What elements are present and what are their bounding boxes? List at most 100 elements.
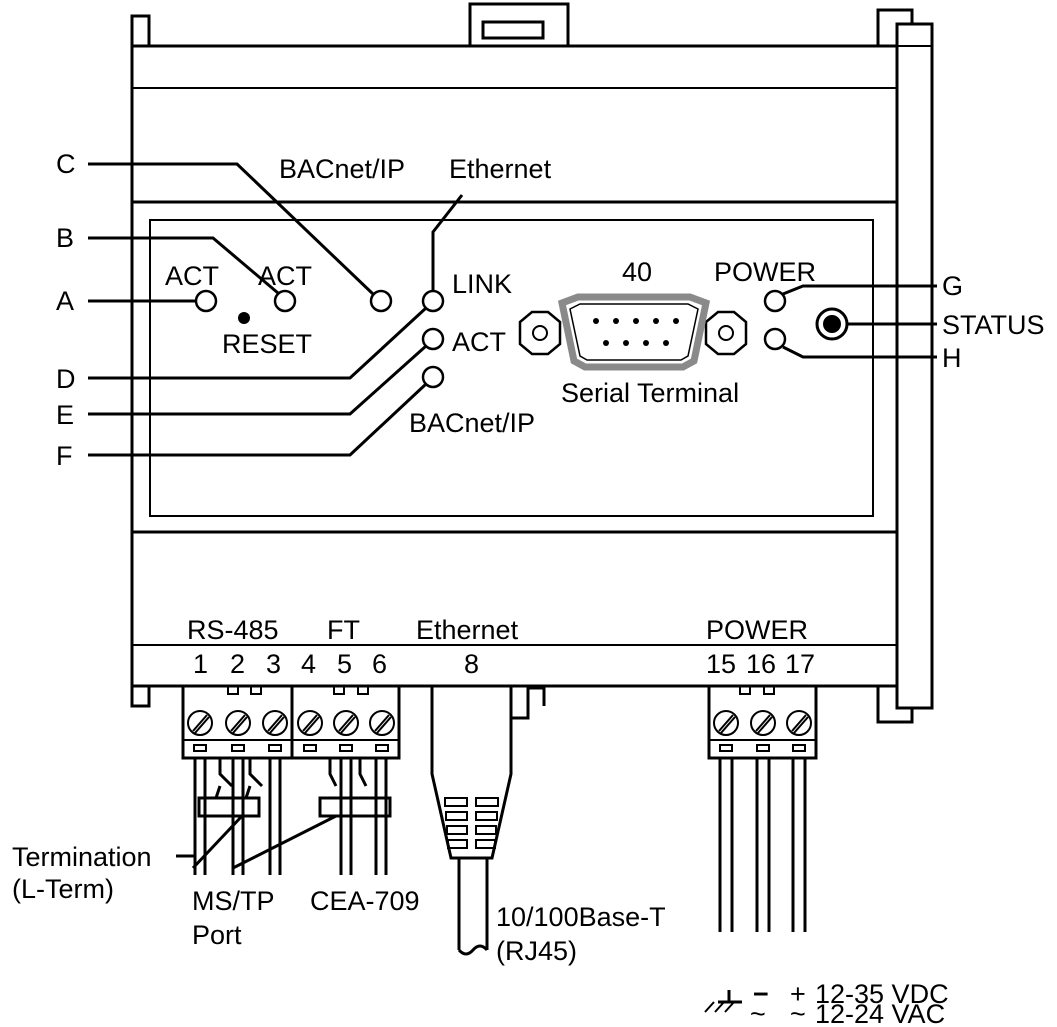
terminal-screws xyxy=(187,710,812,752)
callout-line-ethernet xyxy=(431,194,464,291)
top-center-slot xyxy=(481,20,545,40)
termination-label: Termination xyxy=(12,842,152,872)
termination-leader-1 xyxy=(191,814,244,870)
callout-lines xyxy=(88,162,937,457)
ground-icon xyxy=(704,990,742,1013)
act-b-label: ACT xyxy=(258,261,312,291)
led-b xyxy=(273,289,297,313)
screw-icon xyxy=(187,710,213,752)
act-a-label: ACT xyxy=(165,261,219,291)
led-c xyxy=(369,289,393,313)
top-right-clip-2 xyxy=(912,22,934,46)
terminal-2: 2 xyxy=(230,649,245,679)
callout-c: C xyxy=(56,149,76,179)
panel-leds xyxy=(194,289,849,389)
terminal-8: 8 xyxy=(464,649,479,679)
dc-plus-symbol: + xyxy=(790,979,806,1009)
act-e-label: ACT xyxy=(452,327,506,357)
callout-line-c xyxy=(88,162,375,296)
termination-rs485 xyxy=(197,758,264,818)
rj45-plug xyxy=(430,686,546,956)
screw-icon xyxy=(713,710,739,752)
serial-terminal-label: Serial Terminal xyxy=(561,378,739,408)
callout-line-g xyxy=(782,284,937,296)
ft-label: FT xyxy=(327,615,360,645)
top-right-clip xyxy=(876,8,914,46)
power-led-label: POWER xyxy=(714,257,816,287)
cea709-label: CEA-709 xyxy=(310,886,420,916)
bottom-left-clip xyxy=(130,686,151,708)
ethernet-port-label: Ethernet xyxy=(416,615,519,645)
callout-b: B xyxy=(56,223,74,253)
ac-symbol-2: ~ xyxy=(790,999,806,1027)
vac-label: 12-24 VAC xyxy=(815,999,945,1027)
callout-line-b xyxy=(88,236,279,295)
serial-pins xyxy=(593,318,679,346)
labels: BACnet/IP Ethernet ACT ACT RESET LINK AC… xyxy=(12,149,1045,1027)
bottom-right-clip xyxy=(876,686,914,724)
l-term-label: (L-Term) xyxy=(12,874,114,904)
wires-power xyxy=(718,758,807,932)
port-label: Port xyxy=(192,920,242,950)
main-body xyxy=(130,44,899,688)
screw-icon xyxy=(333,710,359,752)
callout-f: F xyxy=(56,441,73,471)
rj45-grip xyxy=(444,797,499,849)
reset-hole xyxy=(238,312,250,324)
callout-line-d xyxy=(88,306,428,380)
base-t-label: 10/100Base-T xyxy=(496,902,666,932)
rj45-label: (RJ45) xyxy=(496,936,577,966)
front-raised xyxy=(130,200,899,534)
led-f xyxy=(421,365,445,389)
termination-ft xyxy=(318,758,392,818)
terminal-16: 16 xyxy=(746,649,776,679)
callout-a: A xyxy=(56,286,74,316)
terminal-1: 1 xyxy=(193,649,208,679)
bottom-right-clip-2 xyxy=(912,686,934,710)
top-center-clip xyxy=(468,2,570,46)
housing xyxy=(130,2,934,724)
screw-icon xyxy=(369,710,395,752)
callout-h: H xyxy=(942,343,962,373)
led-a xyxy=(194,289,218,313)
terminal-15: 15 xyxy=(706,649,736,679)
serial-number-label: 40 xyxy=(622,257,652,287)
screw-icon xyxy=(297,710,323,752)
front-panel xyxy=(149,219,874,517)
callout-line-f xyxy=(88,382,428,457)
callout-line-h xyxy=(782,345,937,359)
led-g xyxy=(763,289,787,313)
rs485-label: RS-485 xyxy=(187,615,279,645)
link-label: LINK xyxy=(452,269,512,299)
screw-icon xyxy=(750,710,776,752)
terminal-5: 5 xyxy=(337,649,352,679)
terminal-4: 4 xyxy=(301,649,316,679)
dc-minus-symbol: − xyxy=(753,979,769,1009)
screw-icon xyxy=(786,710,812,752)
screw-icon xyxy=(225,710,251,752)
led-h xyxy=(763,327,787,351)
top-left-clip xyxy=(130,14,151,46)
bacnet-ip-f-label: BACnet/IP xyxy=(409,408,535,438)
wires-ft xyxy=(339,758,388,875)
terminal-6: 6 xyxy=(372,649,387,679)
led-e xyxy=(421,327,445,351)
ac-symbol-1: ~ xyxy=(750,999,766,1027)
vdc-label: 12-35 VDC xyxy=(815,979,949,1009)
terminal-block-ft xyxy=(290,684,401,760)
ethernet-top-label: Ethernet xyxy=(449,154,552,184)
terminal-block-power xyxy=(707,684,818,760)
reset-label: RESET xyxy=(222,329,312,359)
terminal-17: 17 xyxy=(785,649,815,679)
serial-connector xyxy=(518,293,748,371)
termination-leader-2 xyxy=(232,814,337,870)
terminal-3: 3 xyxy=(266,649,281,679)
power-terminal-label: POWER xyxy=(706,615,808,645)
callout-line-e xyxy=(88,344,428,416)
status-indicator xyxy=(823,315,841,333)
callout-g: G xyxy=(942,271,963,301)
callout-e: E xyxy=(56,400,74,430)
mstp-label: MS/TP xyxy=(192,886,275,916)
screw-icon xyxy=(262,710,288,752)
